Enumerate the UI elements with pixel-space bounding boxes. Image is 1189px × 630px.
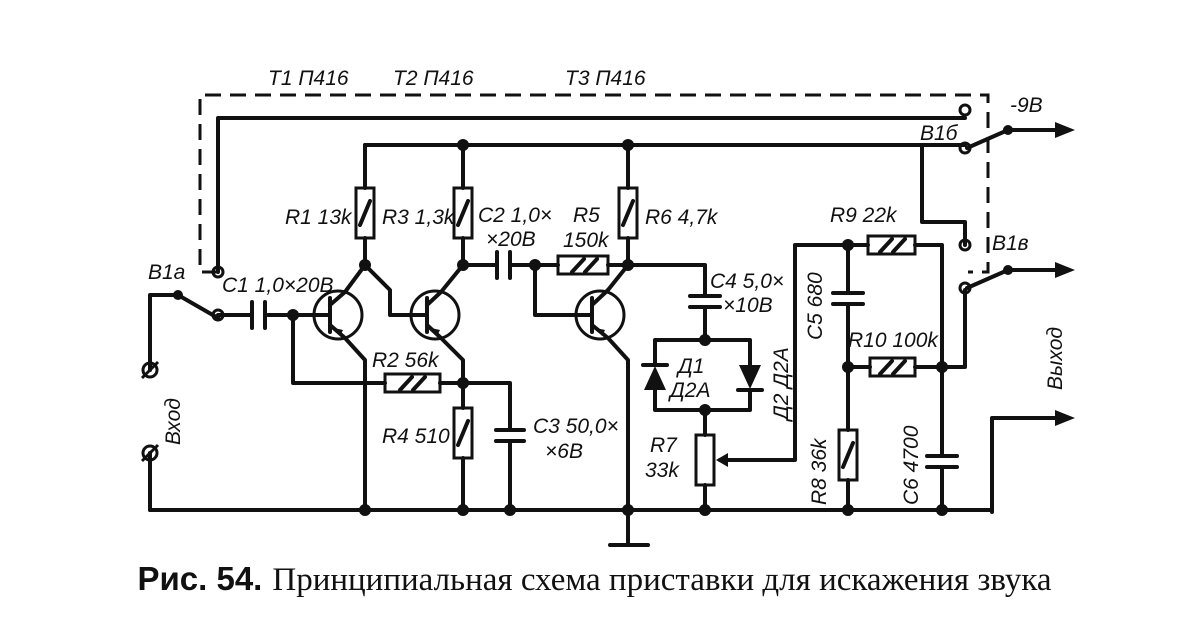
diode-d1 — [641, 363, 669, 390]
arrow-output-bottom — [1055, 410, 1075, 426]
label-r10: R10 100k — [848, 329, 939, 352]
switch-b1v — [958, 238, 1013, 295]
capacitor-c5 — [831, 291, 865, 306]
label-c3-line1: C3 50,0× — [533, 415, 619, 438]
label-r1: R1 13k — [285, 206, 353, 229]
wire-t1-t2 — [363, 263, 417, 317]
label-r8: R8 36k — [808, 437, 831, 505]
label-r5-value: 150k — [563, 229, 610, 252]
label-b1a: В1а — [148, 261, 185, 284]
wire-t2-emitter — [439, 336, 465, 512]
label-d1-line2: Д2А — [668, 379, 710, 402]
figure-caption: Рис. 54.Принципиальная схема приставки д… — [0, 560, 1189, 599]
wire-supply-top — [216, 116, 967, 274]
label-b1b: В1б — [920, 122, 959, 145]
wire-out-bottom — [990, 416, 1062, 514]
label-c2-line2: ×20В — [486, 228, 536, 251]
wire-c4 — [626, 263, 707, 342]
input-terminals — [140, 360, 160, 463]
label-input: Вход — [162, 398, 185, 445]
capacitor-c1 — [250, 300, 267, 330]
label-c6: C6 4700 — [900, 425, 923, 505]
wire-b1v — [940, 288, 967, 369]
label-d1-line1: Д1 — [676, 355, 704, 378]
label-r5: R5 — [573, 204, 600, 227]
figure-number: Рис. 54. — [137, 560, 263, 597]
wire-t3-base — [533, 263, 577, 317]
label-supply: -9В — [1010, 94, 1043, 117]
arrow-supply — [1055, 122, 1075, 138]
label-d2: Д2 Д2А — [770, 347, 793, 422]
junction-dots — [287, 139, 948, 516]
resistor-r8 — [837, 428, 859, 482]
resistor-r6 — [617, 186, 639, 240]
resistor-r1 — [354, 186, 376, 240]
wire-b1v-feed — [920, 143, 967, 247]
label-c4-line2: ×10В — [723, 294, 773, 317]
label-output: Выход — [1044, 327, 1067, 390]
label-c1: C1 1,0×20В — [222, 274, 334, 297]
label-c5: C5 680 — [804, 272, 827, 340]
label-r7-value: 33k — [645, 459, 680, 482]
label-r3: R3 1,3k — [382, 206, 456, 229]
figure-caption-text: Принципиальная схема приставки для искаж… — [272, 562, 1052, 598]
wire-input-top — [148, 293, 180, 372]
label-t1: Т1 П416 — [268, 67, 349, 90]
capacitor-c2 — [495, 250, 512, 280]
label-t2: Т2 П416 — [393, 67, 474, 90]
label-c2-line1: C2 1,0× — [478, 204, 552, 227]
wire-c3 — [461, 381, 512, 512]
transistor-t1 — [312, 289, 364, 341]
switch-b1a — [173, 265, 225, 322]
diode-d2 — [736, 365, 764, 392]
label-r7: R7 — [650, 434, 678, 457]
wire-r7-wiper — [718, 243, 944, 462]
capacitor-c4 — [688, 294, 722, 309]
capacitor-c3 — [494, 428, 526, 443]
resistor-r2 — [383, 372, 442, 394]
resistor-r10 — [868, 356, 917, 378]
label-r2: R2 56k — [372, 349, 440, 372]
transistor-t3 — [573, 288, 626, 341]
resistor-r9 — [866, 234, 917, 256]
potentiometer-r7 — [694, 433, 728, 487]
arrow-output-top — [1055, 262, 1075, 278]
label-t3: Т3 П416 — [565, 67, 646, 90]
switch-b1b — [958, 103, 1013, 155]
label-r4: R4 510 — [382, 425, 450, 448]
resistor-r5 — [556, 254, 610, 276]
label-c3-line2: ×6В — [545, 440, 583, 463]
label-c4-line1: C4 5,0× — [710, 270, 784, 293]
capacitor-c6 — [925, 454, 959, 469]
transistor-t2 — [409, 289, 461, 341]
resistor-r3 — [452, 186, 474, 240]
wire-t3-emitter — [606, 336, 630, 547]
label-r6: R6 4,7k — [645, 206, 719, 229]
label-b1v: В1в — [992, 232, 1029, 255]
resistor-r4 — [452, 406, 474, 460]
switch-linkage-dashed — [198, 93, 990, 274]
label-r9: R9 22k — [830, 204, 898, 227]
wire-t1-emitter — [343, 336, 367, 512]
